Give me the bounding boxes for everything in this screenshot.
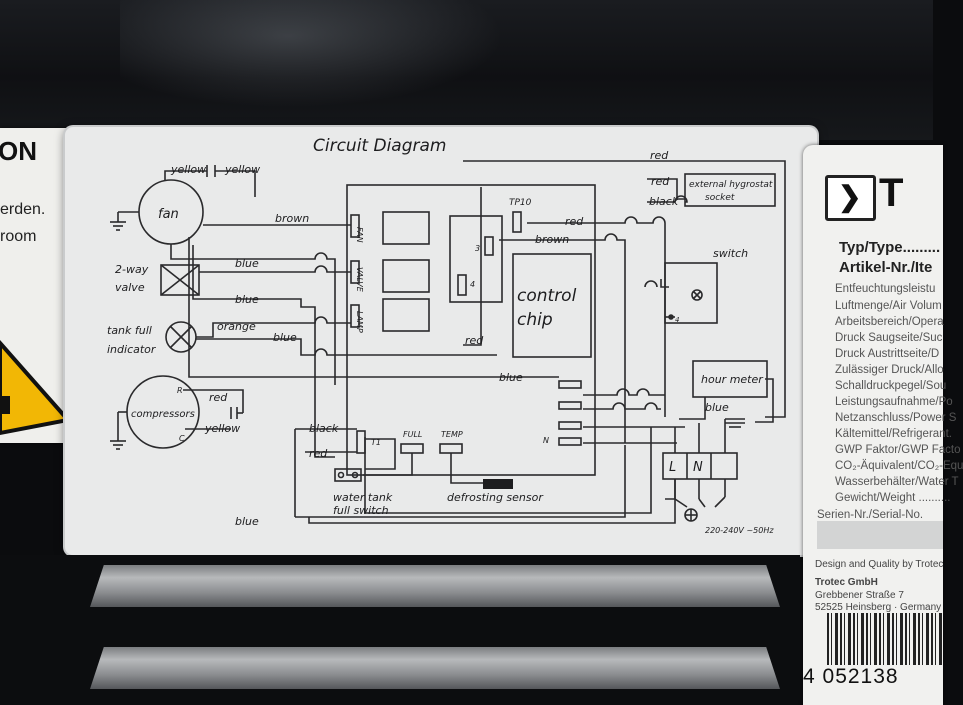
t1-label: T1: [371, 438, 381, 447]
water-tank-label-line2: full switch: [333, 504, 389, 517]
vent-slat: [90, 647, 780, 689]
valve-label-line2: valve: [115, 281, 145, 294]
serial-label: Serien-Nr./Serial-No.: [817, 509, 924, 521]
wire-label-blue-1: blue: [235, 257, 259, 270]
wire-label-red-tp10: red: [565, 215, 584, 228]
tp10-label: TP10: [509, 198, 532, 208]
circuit-diagram-plate: Circuit Diagram fan yellow yellow brown …: [65, 127, 817, 555]
compressor-pin-r: R: [177, 386, 183, 395]
terminal-l-label: L: [669, 460, 676, 475]
supply-label: 220-240V ~50Hz: [705, 526, 774, 535]
spec-line: Zulässiger Druck/Allo: [835, 364, 944, 376]
design-note: Design and Quality by Trotec: [815, 559, 944, 570]
control-chip-label-line2: chip: [517, 310, 553, 330]
rating-label: ❯ T Typ/Type......... Artikel-Nr./Ite En…: [803, 145, 963, 705]
pin-4-label: 4: [470, 280, 475, 289]
company-street: Grebbener Straße 7: [815, 590, 904, 601]
hour-meter-label: hour meter: [701, 373, 764, 386]
compressor-label: compressors: [131, 409, 195, 420]
vent-slat: [90, 565, 780, 607]
defrost-sensor-label: defrosting sensor: [447, 491, 544, 504]
compressor-pin-c: C: [179, 434, 185, 443]
lamp-pin-label: LAMP: [355, 311, 364, 333]
wire-label-red-t1: red: [309, 447, 328, 460]
wire-label-brown-fan: brown: [275, 212, 309, 225]
spec-line: Netzanschluss/Power S: [835, 412, 957, 424]
left-label-line2: room: [0, 228, 37, 245]
wire-label-blue-main: blue: [499, 371, 523, 384]
spec-line: Kältemittel/Refrigerant.: [835, 428, 952, 440]
indicator-label-line1: tank full: [107, 324, 152, 337]
brand-logo-icon: ❯: [825, 175, 876, 221]
diagram-title: Circuit Diagram: [313, 136, 447, 156]
housing-reflection: [120, 0, 540, 120]
temp-label: TEMP: [441, 430, 463, 439]
wire-label-red-top-2: red: [651, 175, 670, 188]
fan-label: fan: [158, 207, 179, 222]
barcode: [827, 613, 943, 665]
wire-label-red-comp: red: [209, 391, 228, 404]
fan-pin-label: FAN: [355, 227, 364, 243]
type-heading: Typ/Type.........: [839, 239, 941, 256]
circuit-diagram: Circuit Diagram fan yellow yellow brown …: [107, 136, 786, 535]
control-chip-label-line1: control: [517, 286, 577, 306]
spec-line: Entfeuchtungsleistu: [835, 283, 936, 295]
full-label: FULL: [403, 430, 422, 439]
spec-line: Gewicht/Weight ..........: [835, 492, 951, 504]
wire-label-blue-2: blue: [235, 293, 259, 306]
switch-pin-label: 4: [675, 316, 679, 324]
warning-triangle-icon: [0, 339, 72, 436]
spec-line: GWP Faktor/GWP Facto: [835, 444, 961, 456]
spec-line: Druck Austrittseite/D: [835, 348, 940, 360]
serial-field: [817, 521, 943, 549]
valve-label-line1: 2-way: [115, 263, 149, 276]
wire-label-yellow-comp: yellow: [204, 422, 240, 435]
article-heading: Artikel-Nr./Ite: [839, 259, 933, 276]
brand-letter: T: [879, 171, 904, 215]
spec-line: CO₂-Äquivalent/CO₂-Equ: [835, 460, 963, 472]
valve-pin-label: VALVE: [355, 267, 364, 293]
company-name: Trotec GmbH: [815, 577, 878, 588]
terminal-n-label: N: [693, 460, 703, 475]
wire-label-brown-tp10: brown: [535, 233, 569, 246]
spec-line: Luftmenge/Air Volum: [835, 300, 942, 312]
spec-line: Schalldruckpegel/Sou: [835, 380, 947, 392]
indicator-label-line2: indicator: [107, 343, 157, 356]
wire-label-orange: orange: [217, 320, 256, 333]
wire-label-blue-3: blue: [273, 331, 297, 344]
external-socket-label-line2: socket: [705, 193, 735, 203]
housing-top: [0, 0, 933, 140]
wire-label-black-t1: black: [309, 422, 339, 435]
barcode-digits: 4 052138: [803, 665, 899, 688]
wire-label-red-top-1: red: [650, 149, 669, 162]
company-city: 52525 Heinsberg · Germany: [815, 602, 942, 613]
wire-label-yellow-2: yellow: [224, 163, 260, 176]
spec-line: Druck Saugseite/Suc: [835, 332, 943, 344]
wire-label-black-top: black: [649, 195, 679, 208]
wire-label-blue-bottom: blue: [235, 515, 259, 528]
left-label-line1: erden.: [0, 201, 46, 218]
chip-n-pin-label: N: [543, 436, 549, 445]
external-socket-label-line1: external hygrostat: [689, 180, 773, 190]
spec-line: Wasserbehälter/Water T: [835, 476, 959, 488]
vent-grille: [0, 555, 800, 700]
spec-line: Leistungsaufnahme/Po: [835, 396, 953, 408]
spec-line: Arbeitsbereich/Opera: [835, 316, 944, 328]
wire-label-red-chip: red: [465, 334, 484, 347]
water-tank-label-line1: water tank: [333, 491, 393, 504]
pin-3-label: 3: [475, 244, 480, 253]
left-label-title: ON: [0, 136, 37, 166]
switch-label: switch: [713, 247, 748, 260]
wire-label-blue-meter: blue: [705, 401, 729, 414]
wire-label-yellow-1: yellow: [170, 163, 206, 176]
